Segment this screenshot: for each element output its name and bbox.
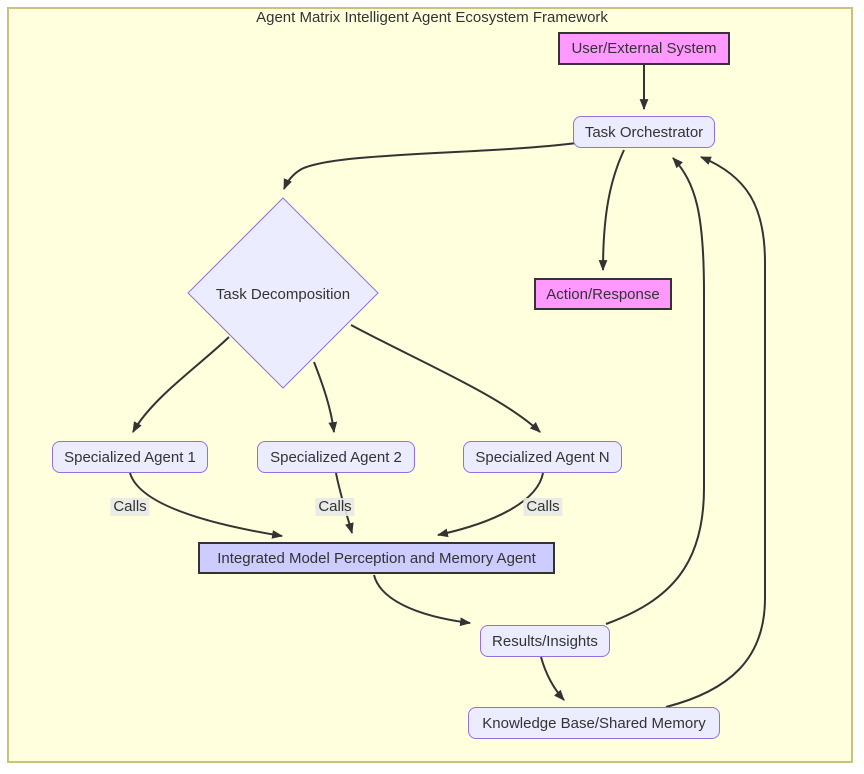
- diagram-title: Agent Matrix Intelligent Agent Ecosystem…: [256, 9, 608, 26]
- node-task-decomposition-label: Task Decomposition: [215, 285, 351, 303]
- node-specialized-agent-1: Specialized Agent 1: [52, 441, 208, 473]
- task-decomposition-diamond: [187, 197, 379, 389]
- node-action-response: Action/Response: [534, 278, 672, 310]
- edge-knowledgebase-to-orchestrator: [665, 156, 766, 708]
- edge-integrated-to-results: [373, 574, 472, 627]
- node-user-external-system: User/External System: [558, 32, 730, 65]
- edge-results-to-knowledgebase: [540, 656, 565, 701]
- edge-label-calls-3: Calls: [523, 498, 563, 516]
- node-integrated-model-agent: Integrated Model Perception and Memory A…: [198, 542, 555, 574]
- edge-results-to-orchestrator: [605, 157, 705, 625]
- edge-decomposition-to-agent1: [132, 336, 230, 433]
- edge-decomposition-to-agent2: [313, 361, 338, 434]
- edge-agent1-to-integrated: [129, 472, 284, 539]
- node-specialized-agent-2: Specialized Agent 2: [257, 441, 415, 473]
- node-results-insights: Results/Insights: [480, 625, 610, 657]
- edge-orchestrator-to-decomposition: [283, 142, 578, 191]
- edge-decomposition-to-agentN: [350, 324, 541, 433]
- edge-label-calls-1: Calls: [110, 498, 150, 516]
- node-specialized-agent-n: Specialized Agent N: [463, 441, 622, 473]
- edge-label-calls-2: Calls: [315, 498, 355, 516]
- node-knowledge-base: Knowledge Base/Shared Memory: [468, 707, 720, 739]
- edge-agentN-to-integrated: [436, 472, 544, 538]
- edge-orchestrator-to-action: [598, 149, 625, 272]
- node-task-orchestrator: Task Orchestrator: [573, 116, 715, 148]
